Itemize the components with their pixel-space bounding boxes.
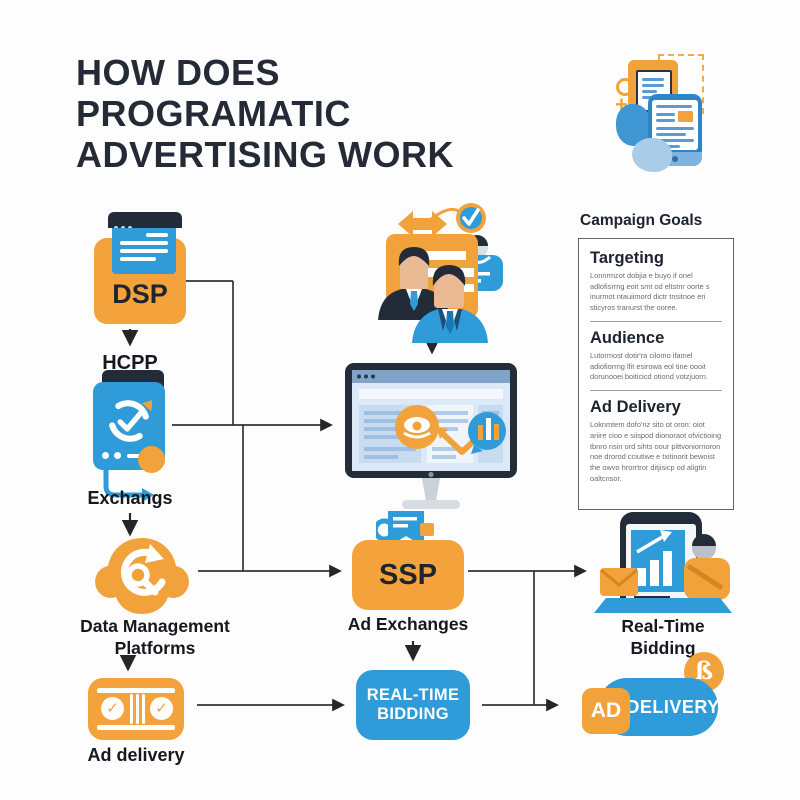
rtb-line2: BIDDING	[377, 705, 449, 723]
title-line-3: ADVERTISING WORK	[76, 134, 455, 175]
cg-body: Loknmtem dofo'nz sito ot oron: oiot arii…	[590, 420, 722, 483]
rtb-line1: REAL-TIME	[366, 686, 460, 704]
cg-heading: Ad Delivery	[590, 398, 681, 417]
connector-pipe-icon	[103, 468, 154, 502]
delivery-label: DELIVERY	[626, 696, 720, 717]
exchange-window	[93, 382, 165, 470]
rtb-illustration	[594, 512, 732, 613]
ad-delivery-badge: ß DELIVERY AD	[580, 652, 732, 744]
cg-body: Lonnrmzot dobjia e buyo if onel adlofisr…	[590, 271, 710, 313]
cg-heading: Targeting	[590, 249, 664, 267]
laptop-base	[594, 598, 732, 613]
divider	[590, 320, 722, 322]
page-title: HOW DOES PROGRAMATIC ADVERTISING WORK	[76, 52, 506, 175]
ad-delivery-node: ✓ ✓	[88, 678, 184, 740]
cg-section-targeting: Targeting Lonnrmzot dobjia e buyo if one…	[590, 249, 722, 314]
ad-delivery-label: Ad delivery	[87, 745, 185, 765]
envelope-icon	[600, 568, 638, 596]
ssp-label: SSP	[378, 558, 438, 591]
bookmark-tag-icon	[376, 511, 434, 547]
two-way-arrow-icon	[398, 211, 447, 237]
advertisers-publishers-illustration	[378, 203, 503, 343]
check-icon: ✓	[101, 697, 124, 720]
ad-label: AD	[590, 699, 622, 722]
ssp-sublabel: Ad Exchanges	[347, 614, 469, 634]
check-icon: ✓	[150, 697, 173, 720]
dsp-label: DSP	[112, 279, 168, 309]
title-line-1: HOW DOES	[76, 52, 281, 93]
dmp-node	[95, 538, 189, 614]
browser-window-icon	[108, 212, 182, 274]
dmp-label: Data Management Platforms	[80, 616, 230, 658]
campaign-goals-panel: Targeting Lonnrmzot dobjia e buyo if one…	[578, 238, 734, 510]
rtb-box: REAL-TIME BIDDING	[356, 670, 470, 740]
rtb-icon-label: Real-Time Bidding	[621, 616, 705, 658]
ssp-node: SSP	[352, 540, 464, 610]
cg-section-audience: Audience Lutormost dotir'ra cilomo ifame…	[590, 329, 722, 383]
orange-dot	[138, 446, 165, 473]
light-blue-blob	[632, 138, 672, 172]
dsp-sublabel: HCPP	[102, 352, 158, 374]
monitor-stand	[422, 478, 440, 501]
ad-label-box: AD	[582, 688, 630, 734]
divider	[590, 390, 722, 392]
sync-check-icon	[109, 400, 152, 442]
title-line-2: PROGRAMATIC	[76, 93, 351, 134]
exchange-node	[90, 368, 174, 508]
cg-section-ad-delivery: Ad Delivery Loknmtem dofo'nz sito ot oro…	[590, 398, 722, 484]
cg-body: Lutormost dotir'ra cilomo ifamel adiofio…	[590, 350, 708, 382]
tablets-illustration-icon: +	[612, 42, 730, 172]
monitor-illustration	[345, 363, 517, 509]
campaign-goals-title: Campaign Goals	[580, 212, 703, 229]
cg-heading: Audience	[590, 328, 665, 347]
exchange-label: Exchangs	[87, 488, 173, 508]
